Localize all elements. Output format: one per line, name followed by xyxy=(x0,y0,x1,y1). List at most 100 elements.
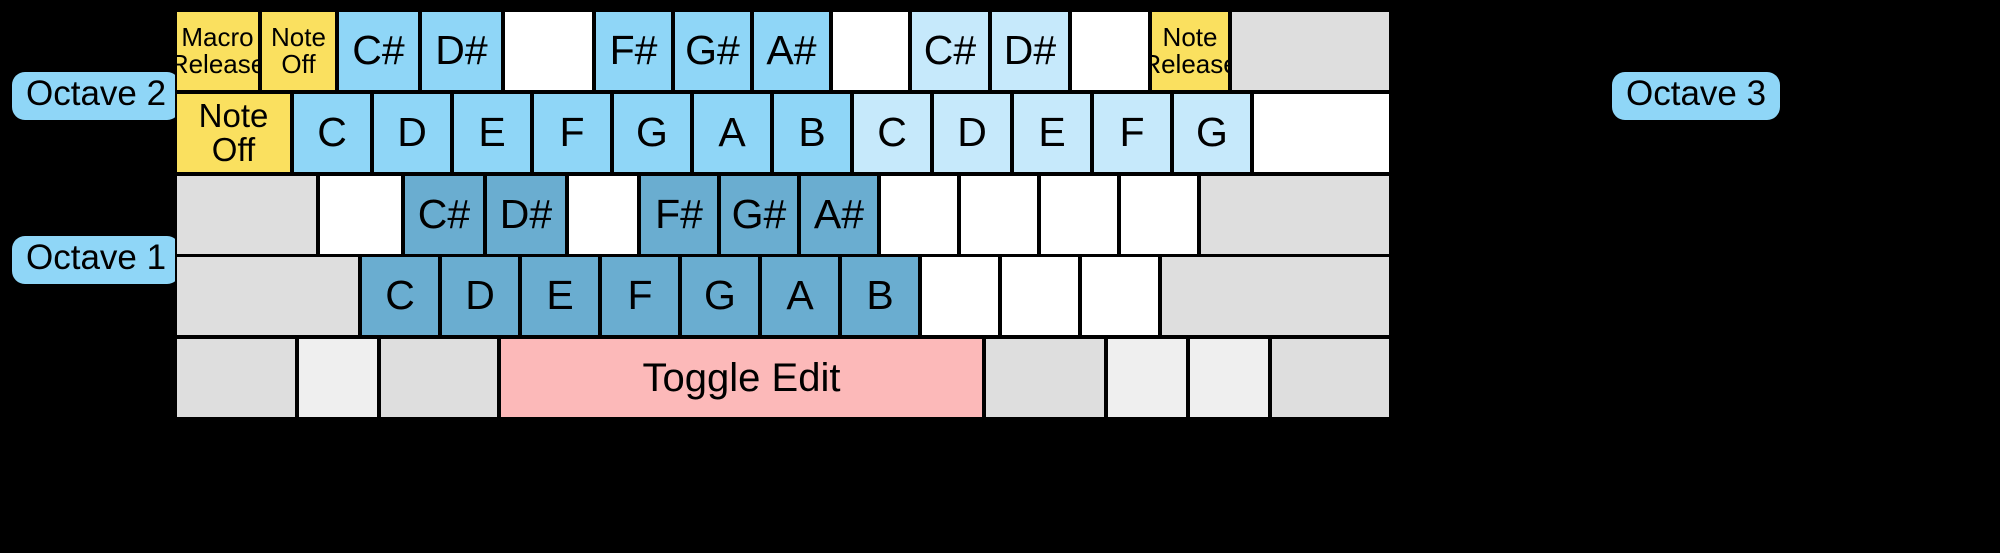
key-bottom-blank-7 xyxy=(1270,337,1391,419)
key-octave2-white-f-4[interactable]: F xyxy=(532,92,612,174)
key-label: F xyxy=(1119,109,1145,156)
key-octave2-white-e-10[interactable]: E xyxy=(1012,92,1092,174)
key-label: C xyxy=(877,109,907,156)
key-bottom-blank-1 xyxy=(297,337,379,419)
key-octave2-black-blank-8[interactable] xyxy=(831,10,910,92)
key-octave1-white-blank-11 xyxy=(1160,255,1391,337)
octave2-black-row: Macro ReleaseNote OffC#D#F#G#A#C#D#Note … xyxy=(175,10,1391,92)
key-label: D xyxy=(957,109,987,156)
key-label: C# xyxy=(923,27,977,74)
key-octave2-white-e-3[interactable]: E xyxy=(452,92,532,174)
key-octave1-black-g-6[interactable]: G# xyxy=(719,174,799,256)
key-octave2-white-d-2[interactable]: D xyxy=(372,92,452,174)
key-octave1-white-e-3[interactable]: E xyxy=(520,255,600,337)
key-octave1-black-blank-12 xyxy=(1199,174,1391,256)
key-label: F xyxy=(627,272,653,319)
key-label: D xyxy=(397,109,427,156)
key-octave1-black-d-3[interactable]: D# xyxy=(485,174,567,256)
key-octave2-black-a-7[interactable]: A# xyxy=(752,10,831,92)
key-octave1-black-blank-1[interactable] xyxy=(318,174,403,256)
key-octave1-black-c-2[interactable]: C# xyxy=(403,174,485,256)
key-octave2-white-f-11[interactable]: F xyxy=(1092,92,1172,174)
key-octave2-white-d-9[interactable]: D xyxy=(932,92,1012,174)
key-label: A# xyxy=(766,27,817,74)
key-octave1-white-blank-9[interactable] xyxy=(1000,255,1080,337)
key-octave1-white-blank-0 xyxy=(175,255,360,337)
key-octave2-white-g-12[interactable]: G xyxy=(1172,92,1252,174)
key-octave1-black-f-5[interactable]: F# xyxy=(639,174,719,256)
key-octave1-black-a-7[interactable]: A# xyxy=(799,174,879,256)
key-grid: Macro ReleaseNote OffC#D#F#G#A#C#D#Note … xyxy=(175,10,1391,419)
key-octave1-white-c-1[interactable]: C xyxy=(360,255,440,337)
key-octave2-black-note-release-12[interactable]: Note Release xyxy=(1150,10,1230,92)
key-octave2-black-blank-13 xyxy=(1230,10,1391,92)
key-label: G xyxy=(1196,109,1228,156)
key-octave2-black-blank-4[interactable] xyxy=(503,10,594,92)
key-octave2-black-f-5[interactable]: F# xyxy=(594,10,673,92)
key-bottom-blank-6 xyxy=(1188,337,1270,419)
octave-3-label: Octave 3 xyxy=(1612,72,1781,120)
octave1-black-row: C# D# F# G# A# xyxy=(175,174,1391,256)
key-octave1-black-blank-11[interactable] xyxy=(1119,174,1199,256)
key-label: Toggle Edit xyxy=(642,355,841,400)
key-octave2-white-b-7[interactable]: B xyxy=(772,92,852,174)
key-octave2-white-a-6[interactable]: A xyxy=(692,92,772,174)
key-bottom-toggle-edit-3[interactable]: Toggle Edit xyxy=(499,337,984,419)
key-label: A# xyxy=(813,191,865,238)
key-label: C xyxy=(317,109,347,156)
key-label: Note Release xyxy=(1152,22,1228,79)
key-octave1-black-blank-10[interactable] xyxy=(1039,174,1119,256)
octave-1-label: Octave 1 xyxy=(12,236,181,284)
key-octave1-black-blank-9[interactable] xyxy=(959,174,1039,256)
key-label: E xyxy=(1038,109,1066,156)
key-octave1-white-a-6[interactable]: A xyxy=(760,255,840,337)
key-label: Note Off xyxy=(271,22,326,79)
key-octave2-black-c-2[interactable]: C# xyxy=(337,10,420,92)
key-label: E xyxy=(478,109,506,156)
key-bottom-blank-0 xyxy=(175,337,297,419)
key-bottom-blank-5 xyxy=(1106,337,1188,419)
key-bottom-blank-2 xyxy=(379,337,499,419)
key-octave2-black-g-6[interactable]: G# xyxy=(673,10,752,92)
key-label: C# xyxy=(417,191,471,238)
key-label: Note Off xyxy=(198,97,269,168)
key-octave1-white-blank-8[interactable] xyxy=(920,255,1000,337)
key-octave2-white-c-1[interactable]: C xyxy=(292,92,372,174)
key-octave2-white-g-5[interactable]: G xyxy=(612,92,692,174)
key-octave2-black-macro-release-0[interactable]: Macro Release xyxy=(175,10,260,92)
key-octave2-white-c-8[interactable]: C xyxy=(852,92,932,174)
key-octave2-white-blank-13[interactable] xyxy=(1252,92,1391,174)
key-label: F xyxy=(559,109,585,156)
key-label: F# xyxy=(609,27,658,74)
key-label: A xyxy=(718,109,746,156)
key-bottom-blank-4 xyxy=(984,337,1106,419)
key-label: C xyxy=(385,272,415,319)
key-octave1-white-f-4[interactable]: F xyxy=(600,255,680,337)
key-octave1-black-blank-4[interactable] xyxy=(567,174,639,256)
key-label: G# xyxy=(731,191,787,238)
key-label: F# xyxy=(655,191,703,238)
key-label: E xyxy=(546,272,574,319)
bottom-row: Toggle Edit xyxy=(175,337,1391,419)
key-label: B xyxy=(798,109,826,156)
key-octave2-white-note-off-0[interactable]: Note Off xyxy=(175,92,292,174)
key-octave2-black-blank-11[interactable] xyxy=(1070,10,1150,92)
key-octave1-black-blank-8[interactable] xyxy=(879,174,959,256)
key-octave2-black-d-10[interactable]: D# xyxy=(990,10,1070,92)
key-octave2-black-c-9[interactable]: C# xyxy=(910,10,990,92)
key-octave1-white-b-7[interactable]: B xyxy=(840,255,920,337)
key-label: A xyxy=(786,272,814,319)
key-label: D# xyxy=(1003,27,1057,74)
key-octave1-white-blank-10[interactable] xyxy=(1080,255,1160,337)
key-octave1-white-g-5[interactable]: G xyxy=(680,255,760,337)
key-octave2-black-note-off-1[interactable]: Note Off xyxy=(260,10,337,92)
key-label: D# xyxy=(499,191,553,238)
octave-2-label: Octave 2 xyxy=(12,72,181,120)
key-label: G# xyxy=(685,27,740,74)
key-label: G xyxy=(704,272,736,319)
key-octave1-white-d-2[interactable]: D xyxy=(440,255,520,337)
key-octave2-black-d-3[interactable]: D# xyxy=(420,10,503,92)
